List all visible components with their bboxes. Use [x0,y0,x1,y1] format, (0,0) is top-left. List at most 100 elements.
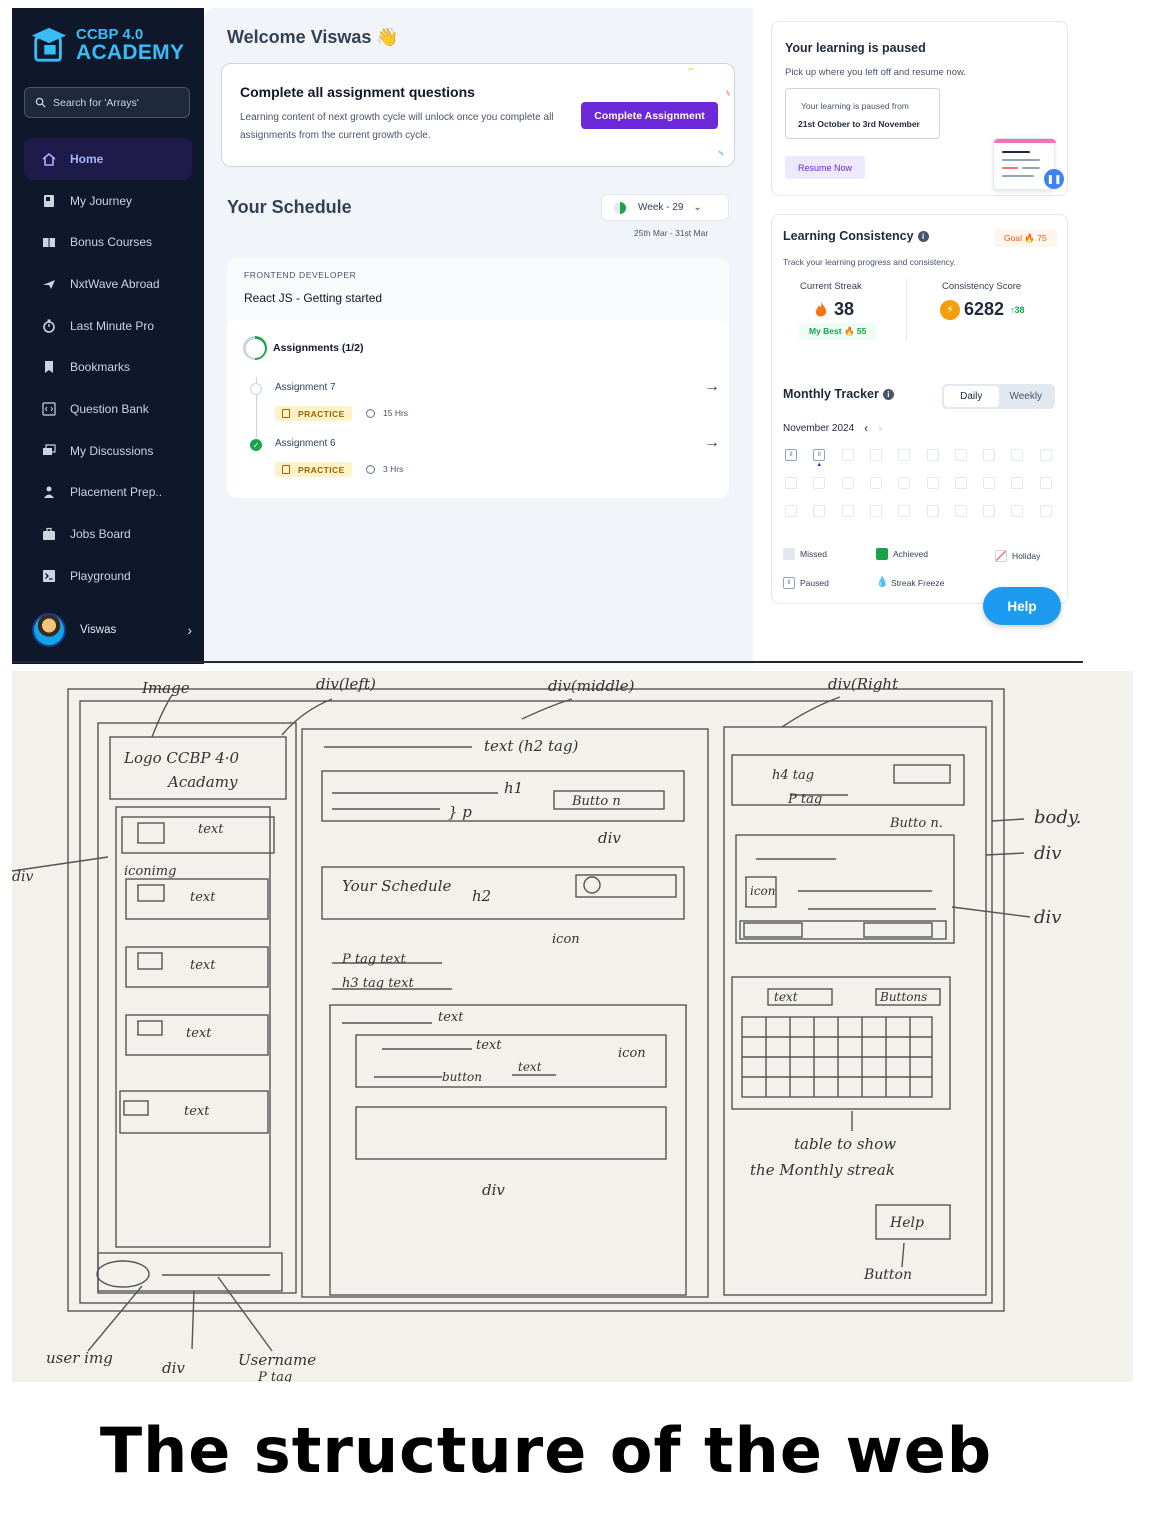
tracker-day-cell[interactable] [1039,449,1052,461]
sidebar-item-label: Placement Prep.. [70,485,163,500]
assignment-row[interactable]: ✓ Assignment 6 PRACTICE 3 Hrs → [250,434,720,486]
tracker-day-cell[interactable] [954,477,967,489]
search-icon [35,97,46,108]
sidebar-item-placement-prep[interactable]: Placement Prep.. [24,472,192,514]
tracker-day-cell[interactable] [813,505,826,517]
tracker-day-cell[interactable] [1039,477,1052,489]
sketch-label: div(left) [316,675,376,693]
sketch-label: div [482,1181,505,1199]
chevron-right-icon[interactable]: › [878,421,883,435]
score-value: ⚡ 6282 ↑38 [940,299,1025,320]
tracker-day-cell[interactable] [869,505,882,517]
sidebar-item-question-bank[interactable]: Question Bank [24,388,192,430]
info-icon[interactable]: i [882,388,894,400]
tracker-day-cell[interactable] [983,505,996,517]
tracker-day-cell[interactable] [954,449,967,461]
tracker-day-cell[interactable] [1039,505,1052,517]
sketch-label: the Monthly streak [750,1161,895,1179]
help-button[interactable]: Help [983,587,1061,625]
tracker-day-cell[interactable] [841,477,854,489]
tracker-day-cell[interactable] [898,449,911,461]
schedule-title: Your Schedule [227,197,352,217]
user-profile[interactable]: Viswas › [32,610,192,650]
logo[interactable]: CCBP 4.0 ACADEMY [30,26,184,64]
sidebar-item-label: Question Bank [70,401,149,416]
arrow-right-icon[interactable]: → [704,434,720,451]
tracker-day-cell[interactable] [926,449,939,461]
missed-swatch [783,548,795,560]
tracker-day-cell[interactable] [785,477,797,489]
arrow-right-icon[interactable]: → [704,378,720,395]
tracker-day-cell[interactable] [841,449,854,461]
assignment-card-title: Complete all assignment questions [240,84,475,100]
consistency-title: Learning Consistency i [783,229,929,243]
illustration-bar [1002,151,1030,153]
tracker-day-cell[interactable] [1011,505,1024,517]
info-icon[interactable]: i [917,230,929,242]
assignment-row[interactable]: Assignment 7 PRACTICE 15 Hrs → [250,378,720,430]
assignment-duration: 3 Hrs [366,464,403,474]
clipboard-icon [282,465,290,474]
resume-now-button[interactable]: Resume Now [785,156,865,179]
legend-label: Paused [800,578,829,588]
tracker-day-cell[interactable] [983,449,996,461]
goal-badge: Goal 🔥 75 [994,229,1057,247]
sidebar-item-my-discussions[interactable]: My Discussions [24,430,192,472]
sketch-label: h1 [504,779,523,797]
confetti-decoration [688,68,694,70]
tracker-day-cell[interactable]: II [785,449,797,461]
sidebar-item-my-journey[interactable]: My Journey [24,180,192,222]
score-label: Consistency Score [942,281,1022,292]
sketch-label: h3 tag text [342,976,414,991]
graduation-cap-icon [31,27,67,62]
toggle-daily[interactable]: Daily [944,386,999,407]
tracker-day-cell[interactable] [954,505,967,517]
sketch-label: h4 tag [772,768,814,783]
tracker-day-cell[interactable] [813,477,826,489]
tracker-day-cell[interactable] [898,505,911,517]
assignment-name: Assignment 6 [275,438,336,449]
tracker-day-cell[interactable] [926,505,939,517]
flame-icon [815,301,827,316]
tracker-day-cell[interactable] [1011,477,1024,489]
sketch-label: P tag [787,792,822,807]
sidebar-item-bookmarks[interactable]: Bookmarks [24,346,192,388]
pause-icon: ❚❚ [1044,169,1064,189]
tracker-day-cell[interactable] [983,477,996,489]
tracker-day-cell[interactable] [1011,449,1024,461]
tracker-day-cell[interactable] [841,505,854,517]
timeline-line [256,377,257,437]
toggle-weekly[interactable]: Weekly [1009,391,1043,402]
sidebar-item-home[interactable]: Home [24,138,192,180]
week-selector[interactable]: Week - 29 ⌄ [601,194,729,221]
tracker-day-cell[interactable] [926,477,939,489]
search-input[interactable] [53,96,183,109]
chevron-left-icon[interactable]: ‹ [864,421,869,435]
tracker-day-cell[interactable] [869,477,882,489]
complete-assignment-button[interactable]: Complete Assignment [581,102,718,129]
streak-number: 38 [834,299,855,319]
chevron-down-icon: ⌄ [693,202,702,213]
tracker-title-label: Monthly Tracker [783,387,879,401]
sketch-label: } p [448,803,472,821]
sidebar-item-jobs-board[interactable]: Jobs Board [24,513,192,555]
clock-icon [366,408,375,418]
holiday-swatch [995,550,1007,562]
sidebar-item-playground[interactable]: Playground [24,555,192,597]
month-label: November 2024 [783,422,855,434]
sidebar-item-label: Home [70,151,104,166]
sketch-label: body. [1034,807,1081,828]
illustration-bar [1002,167,1018,169]
tracker-day-cell[interactable] [785,505,797,517]
tracker-day-cell[interactable]: II [813,449,826,461]
sketch-label: Username [238,1351,316,1369]
sidebar-item-nxtwave-abroad[interactable]: NxtWave Abroad [24,263,192,305]
tracker-day-cell[interactable] [898,477,911,489]
sidebar-item-bonus-courses[interactable]: Bonus Courses [24,221,192,263]
bookmark-icon [42,360,56,374]
tracker-day-cell[interactable] [869,449,882,461]
sidebar-item-last-minute-pro[interactable]: Last Minute Pro [24,305,192,347]
search-box[interactable] [24,87,190,118]
sketch-label: h2 [472,887,491,905]
